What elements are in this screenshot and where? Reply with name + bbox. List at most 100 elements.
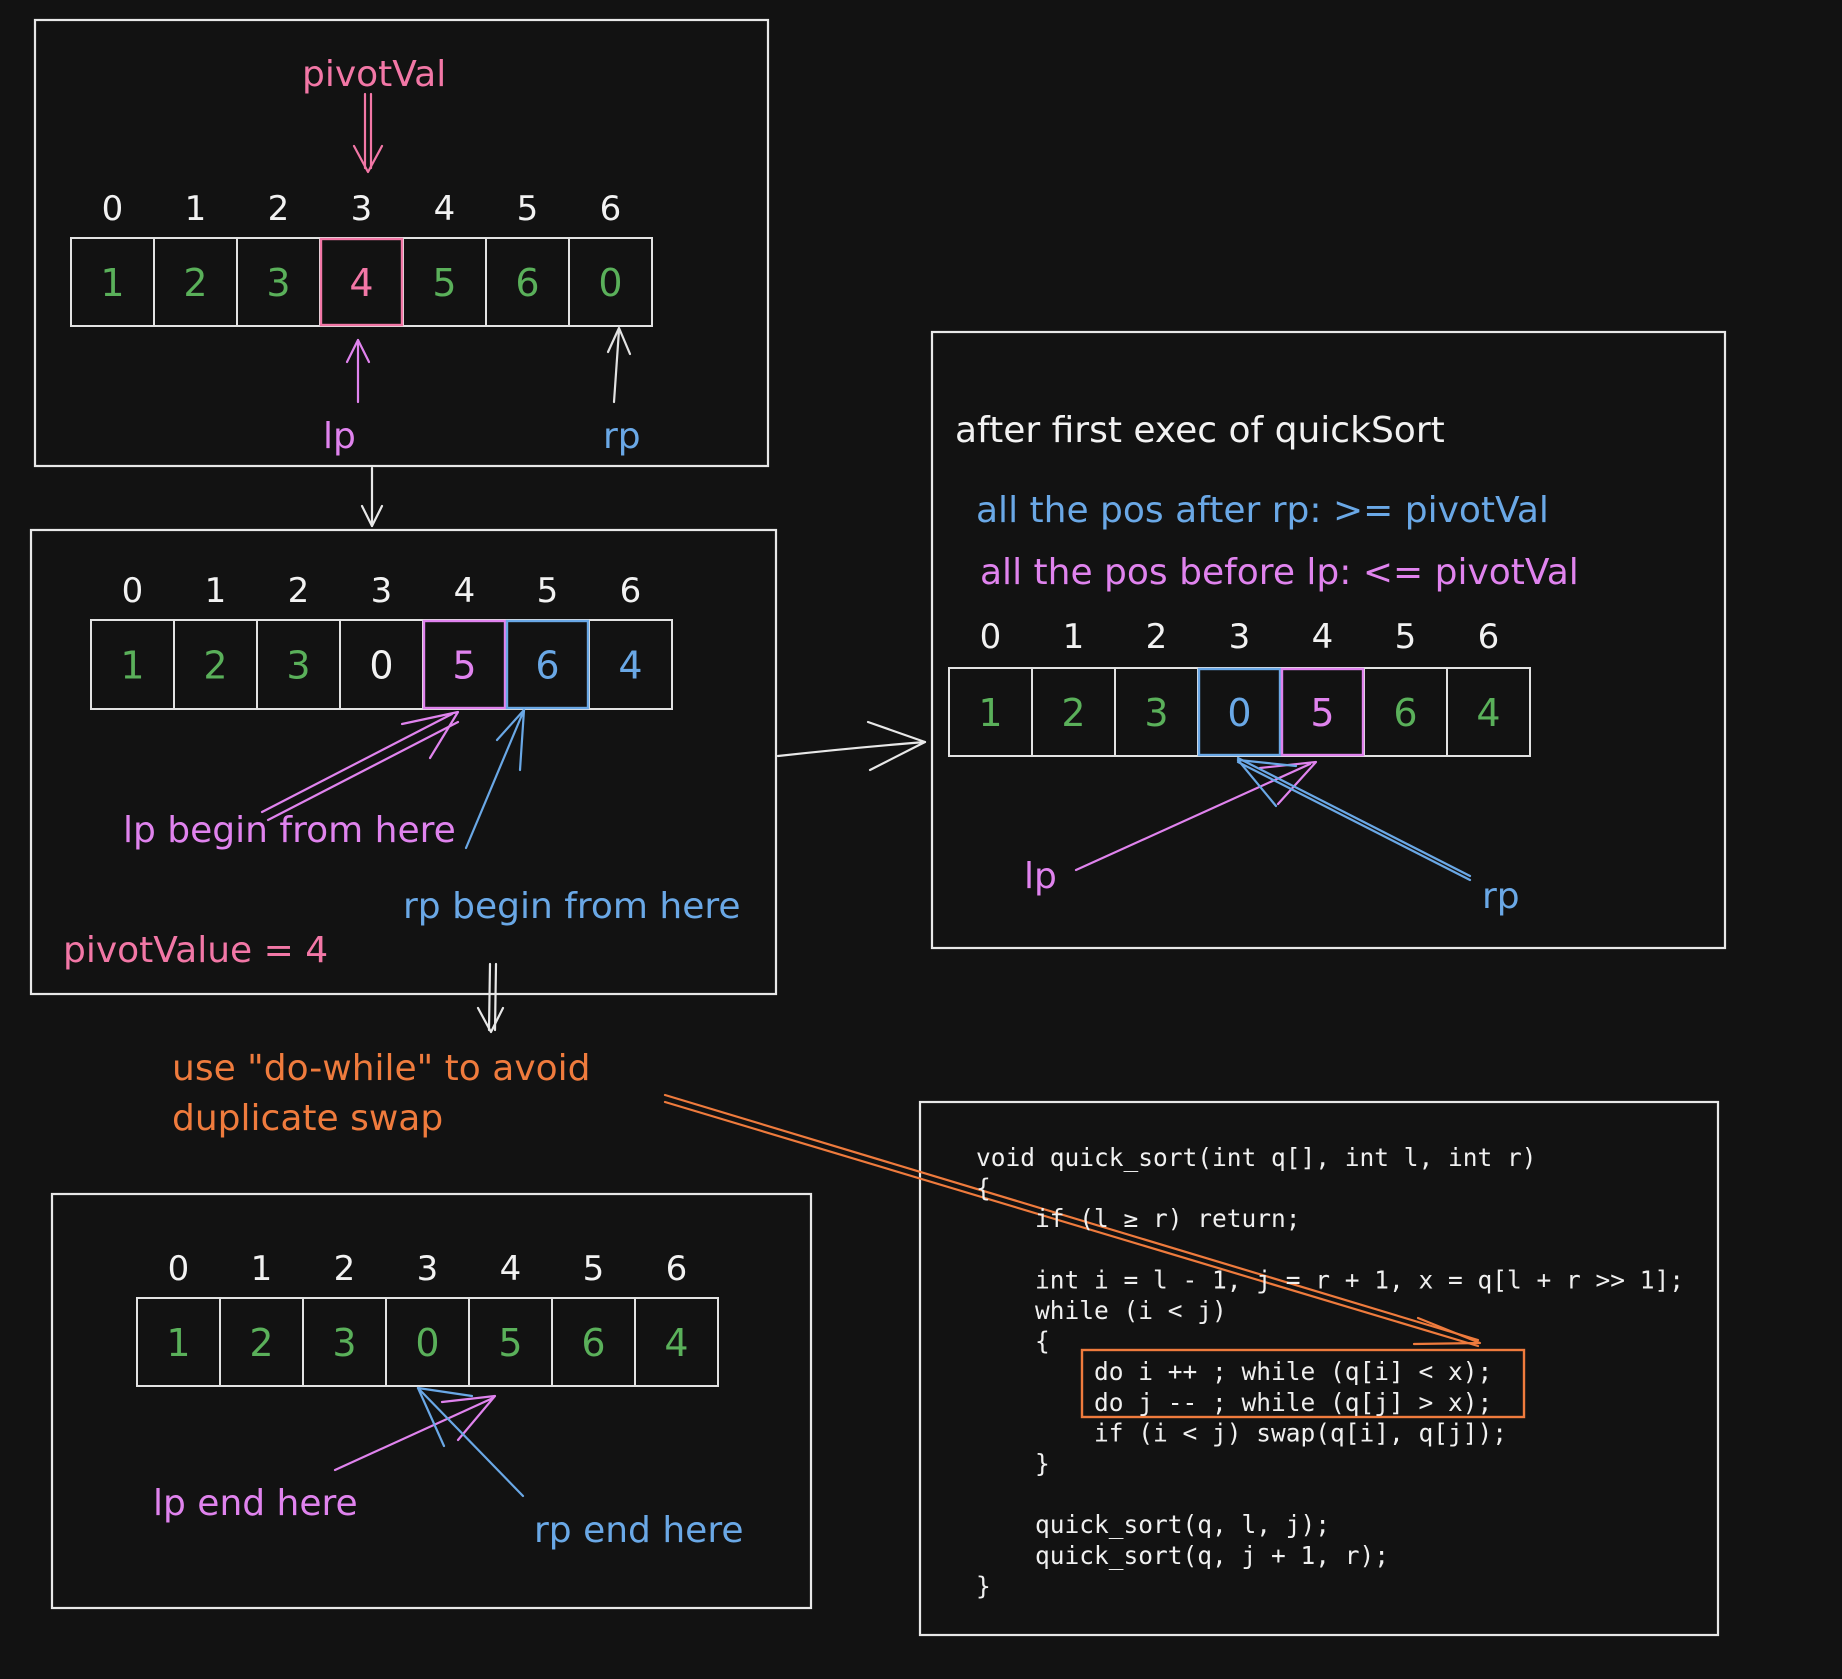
array-index-label: 2: [334, 1249, 356, 1289]
array-index-label: 1: [205, 571, 227, 611]
array-index-label: 3: [1229, 617, 1251, 657]
array-cell-value: 0: [1227, 691, 1251, 735]
rp-end-arrow: [416, 1386, 525, 1498]
array-index-label: 4: [1312, 617, 1334, 657]
code-line: if (i < j) swap(q[i], q[j]);: [976, 1418, 1507, 1447]
array-cell-value: 4: [349, 261, 373, 305]
array-cell-value: 6: [1393, 691, 1417, 735]
array-cell-value: 3: [266, 261, 290, 305]
array-cell: [1446, 667, 1531, 757]
flow-arrow-down-1: [360, 466, 384, 528]
array-cell-highlight: [422, 619, 507, 710]
array-cell-value: 5: [432, 261, 456, 305]
array-cell-value: 1: [978, 691, 1002, 735]
array-cell-value: 4: [664, 1321, 688, 1365]
code-line: void quick_sort(int q[], int l, int r): [976, 1143, 1537, 1172]
code-line: do j -- ; while (q[j] > x);: [976, 1388, 1492, 1417]
array-cell-value: 2: [183, 261, 207, 305]
array-index-label: 0: [122, 571, 144, 611]
array-index-label: 2: [268, 189, 290, 229]
code-line: quick_sort(q, j + 1, r);: [976, 1541, 1389, 1570]
array-index-label: 5: [583, 1249, 605, 1289]
rp-label-initial: rp: [603, 416, 641, 457]
array-cell-value: 1: [166, 1321, 190, 1365]
array-cell-highlight: [1197, 667, 1282, 757]
after-rp-note: all the pos after rp: >= pivotVal: [976, 490, 1549, 531]
array-index-label: 2: [1146, 617, 1168, 657]
lp-arrow-initial: [345, 338, 371, 404]
panel-code: [918, 1100, 1720, 1637]
array-index-label: 2: [288, 571, 310, 611]
panel-pointers-end: [50, 1192, 813, 1610]
array-index-label: 1: [1063, 617, 1085, 657]
rp-end-label: rp end here: [534, 1510, 743, 1551]
lp-label-initial: lp: [323, 416, 356, 457]
pivot-value-label: pivotValue = 4: [63, 930, 328, 971]
array-cell: [634, 1297, 719, 1387]
rp-final-label: rp: [1482, 876, 1520, 917]
code-line: while (i < j): [976, 1296, 1227, 1325]
lp-begin-arrow: [260, 710, 460, 822]
panel-after-first-move: [29, 528, 778, 996]
array-index-label: 5: [517, 189, 539, 229]
array-cell-value: 4: [1476, 691, 1500, 735]
array-cell-value: 3: [286, 644, 310, 688]
panel-after-first-exec: [930, 330, 1727, 950]
array-index-label: 0: [168, 1249, 190, 1289]
code-line: }: [976, 1571, 991, 1600]
array-cell-value: 2: [203, 644, 227, 688]
array-cell-value: 3: [1144, 691, 1168, 735]
array-cell-highlight: [1280, 667, 1365, 757]
code-line: int i = l - 1, j = r + 1, x = q[l + r >>…: [976, 1265, 1684, 1294]
array-cell-value: 6: [581, 1321, 605, 1365]
array-index-label: 3: [417, 1249, 439, 1289]
do-while-highlight: [1080, 1348, 1526, 1419]
array-cell-value: 0: [369, 644, 393, 688]
array-index-label: 5: [1395, 617, 1417, 657]
array-index-label: 5: [537, 571, 559, 611]
panel-initial-state: [33, 18, 770, 468]
pivotval-label: pivotVal: [302, 54, 446, 95]
flow-arrow-down-2: [476, 962, 505, 1034]
pivot-arrow: [352, 92, 384, 174]
array-after-first-exec: 0 1 1 2 2 3 3 0 4 5 5 6 6 4: [948, 617, 1531, 757]
lp-begin-label: lp begin from here: [123, 810, 456, 851]
array-index-label: 6: [666, 1249, 688, 1289]
do-while-note-line1: use "do-while" to avoid: [172, 1048, 591, 1089]
array-cell-value: 5: [452, 644, 476, 688]
array-cell-highlight: [319, 237, 404, 327]
array-index-label: 3: [351, 189, 373, 229]
code-line: }: [976, 1449, 1050, 1478]
code-line: quick_sort(q, l, j);: [976, 1510, 1330, 1539]
array-cell-value: 2: [249, 1321, 273, 1365]
array-cell-value: 0: [415, 1321, 439, 1365]
lp-final-label: lp: [1024, 856, 1057, 897]
code-line: {: [976, 1327, 1050, 1356]
array-cell-value: 6: [515, 261, 539, 305]
array-cell-value: 5: [498, 1321, 522, 1365]
array-index-label: 1: [251, 1249, 273, 1289]
array-index-label: 6: [620, 571, 642, 611]
array-cell-value: 0: [598, 261, 622, 305]
rp-begin-arrow: [464, 708, 526, 850]
array-index-label: 1: [185, 189, 207, 229]
array-cell-value: 5: [1310, 691, 1334, 735]
lp-end-arrow: [333, 1394, 497, 1472]
array-index-label: 0: [102, 189, 124, 229]
rp-final-arrow: [1236, 756, 1472, 882]
code-line: if (l ≥ r) return;: [976, 1204, 1301, 1233]
code-line: {: [976, 1174, 991, 1203]
array-index-label: 6: [1478, 617, 1500, 657]
array-index-label: 6: [600, 189, 622, 229]
array-cell-value: 2: [1061, 691, 1085, 735]
code-block: void quick_sort(int q[], int l, int r){ …: [976, 1143, 1684, 1600]
array-index-label: 0: [980, 617, 1002, 657]
lp-end-label: lp end here: [153, 1483, 358, 1524]
array-cell-value: 1: [120, 644, 144, 688]
do-while-note-line2: duplicate swap: [172, 1098, 443, 1139]
array-cell-value: 6: [535, 644, 559, 688]
